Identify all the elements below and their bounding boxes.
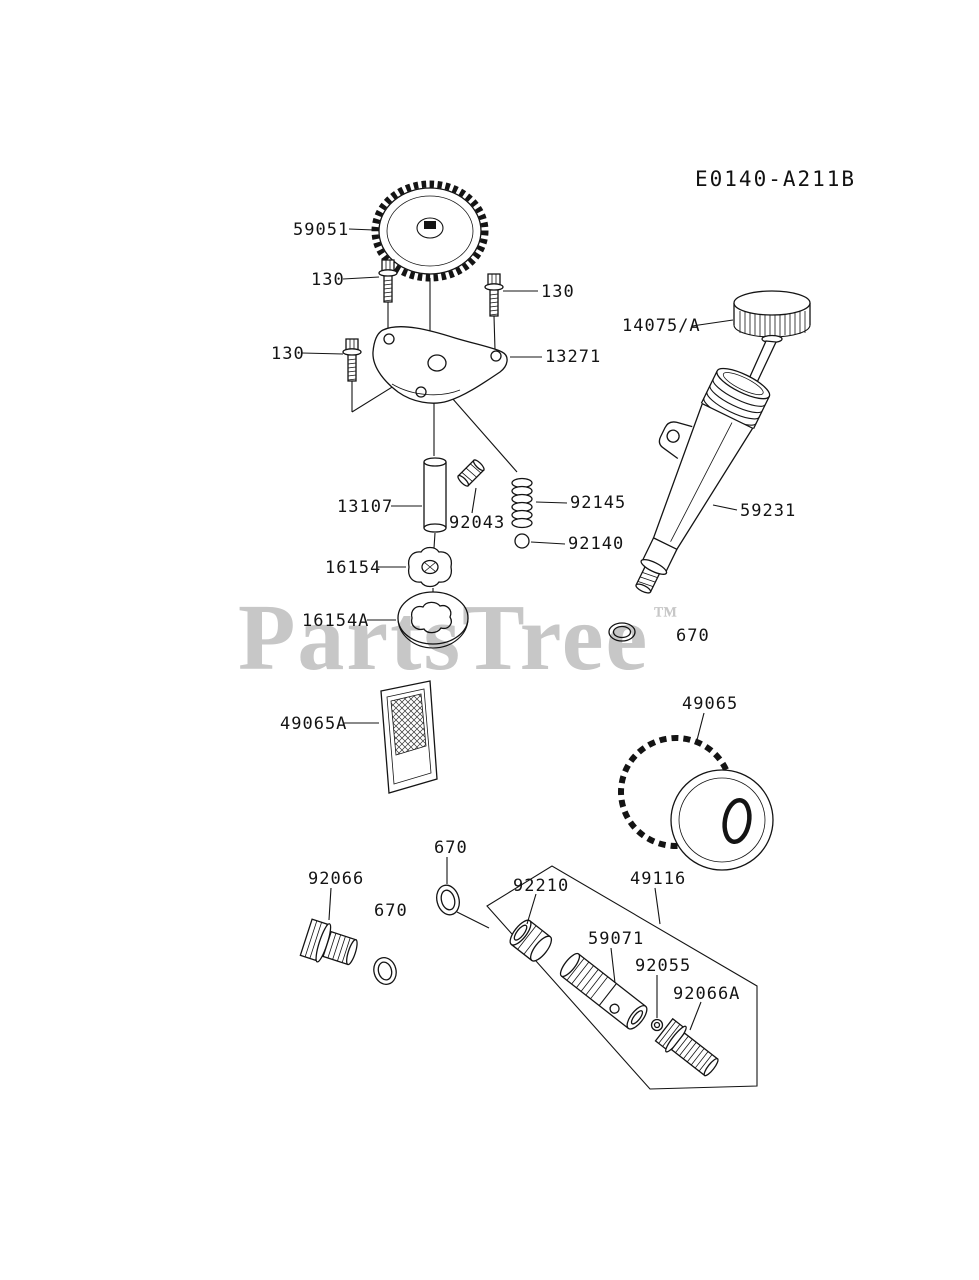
part-label-92140: 92140 [568, 534, 624, 554]
pump-bushing [509, 919, 553, 962]
part-label-92066: 92066 [308, 869, 364, 889]
oil-filler-tube [635, 367, 771, 594]
part-label-670-tube: 670 [676, 626, 710, 646]
part-label-49065: 49065 [682, 694, 738, 714]
dowel-pin [457, 459, 485, 487]
plug-fitting [654, 1017, 719, 1077]
part-label-49116: 49116 [630, 869, 686, 889]
part-label-130-top: 130 [311, 270, 345, 290]
relief-spring [511, 477, 533, 529]
o-ring-mid [436, 884, 460, 916]
bolt-left [342, 338, 362, 382]
valve-cross-hole [609, 1003, 620, 1014]
drain-plug [299, 918, 358, 966]
o-ring-left [373, 957, 397, 985]
steel-ball [514, 533, 530, 549]
leader-lines [301, 228, 738, 1031]
pump-shaft-pin [423, 457, 447, 533]
part-label-59071: 59071 [588, 929, 644, 949]
o-ring-tube [608, 622, 636, 642]
oil-screen [380, 680, 438, 794]
pump-mount-plate [372, 326, 508, 404]
valve-assembly-outline [486, 865, 758, 1090]
outer-rotor [397, 591, 469, 649]
part-label-13271: 13271 [545, 347, 601, 367]
part-label-92043: 92043 [449, 513, 505, 533]
relief-valve-fitting [559, 952, 648, 1030]
oil-filter-cartridge [618, 735, 774, 871]
oil-pump-gear [371, 180, 489, 282]
keyway [424, 221, 436, 229]
part-label-670-mid: 670 [434, 838, 468, 858]
part-label-130-right: 130 [541, 282, 575, 302]
part-label-130-left: 130 [271, 344, 305, 364]
part-label-92066A: 92066A [673, 984, 740, 1004]
filter-port [722, 797, 752, 845]
part-label-16154A: 16154A [302, 611, 369, 631]
part-label-49065A: 49065A [280, 714, 347, 734]
inner-rotor [407, 546, 453, 588]
part-label-92210: 92210 [513, 876, 569, 896]
diagram-code: E0140-A211B [695, 167, 856, 191]
part-label-670-left: 670 [374, 901, 408, 921]
part-label-59231: 59231 [740, 501, 796, 521]
part-label-16154: 16154 [325, 558, 381, 578]
o-ring-small [650, 1018, 664, 1032]
part-label-13107: 13107 [337, 497, 393, 517]
part-label-14075A: 14075/A [622, 316, 701, 336]
part-label-92055: 92055 [635, 956, 691, 976]
part-label-92145: 92145 [570, 493, 626, 513]
bolt-right [484, 273, 504, 317]
bolt-top [378, 259, 398, 303]
part-label-59051: 59051 [293, 220, 349, 240]
